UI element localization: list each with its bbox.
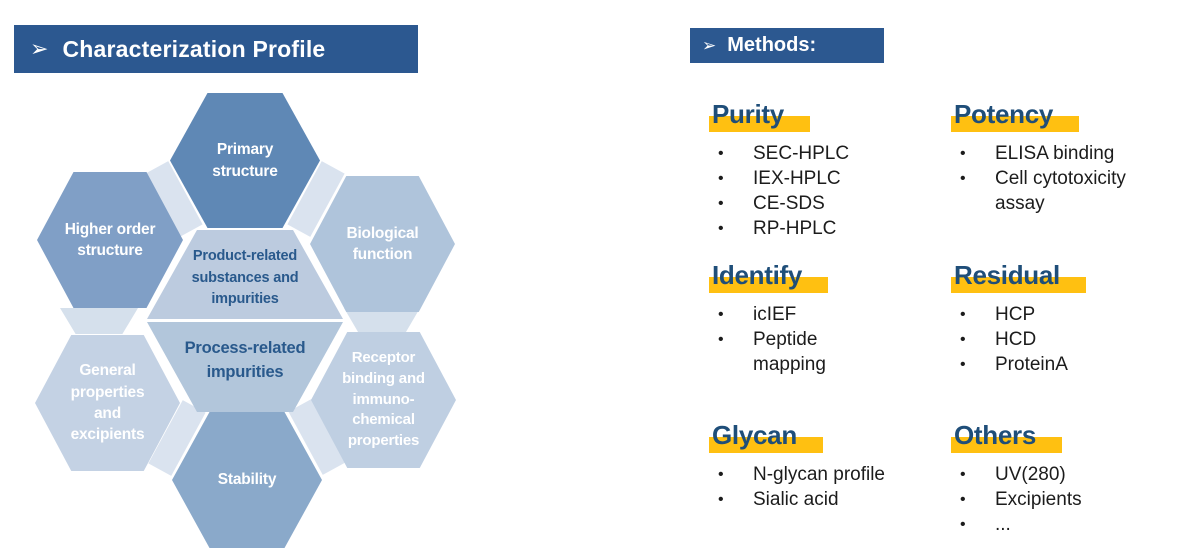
- method-item-text: Peptide mapping: [753, 329, 826, 375]
- method-group-purity: Purity • SEC-HPLC • IEX-HPLC • CE-SDS • …: [709, 99, 949, 241]
- group-heading: Glycan: [709, 420, 823, 453]
- method-item-text: icIEF: [753, 304, 797, 325]
- arrowhead-icon: ➢: [702, 35, 717, 55]
- characterization-profile-banner: ➢ Characterization Profile: [14, 25, 418, 73]
- list-item: • SEC-HPLC: [709, 141, 949, 166]
- connector-shape: [60, 308, 138, 334]
- method-list: • ELISA binding • Cell cytotoxicity assa…: [951, 141, 1191, 216]
- method-group-potency: Potency • ELISA binding • Cell cytotoxic…: [951, 99, 1191, 216]
- bullet-icon: •: [718, 466, 724, 483]
- method-item-text: ...: [995, 514, 1011, 535]
- method-item-text: N-glycan profile: [753, 464, 885, 485]
- bullet-icon: •: [960, 466, 966, 483]
- method-list: • HCP • HCD • ProteinA: [951, 302, 1191, 377]
- group-heading: Residual: [951, 260, 1086, 293]
- characterization-profile-title: Characterization Profile: [62, 35, 326, 62]
- hexagon-label: Product-related substances and impuritie…: [191, 247, 299, 308]
- method-list: • icIEF • Peptide mapping: [709, 302, 949, 377]
- method-item-text: ProteinA: [995, 354, 1068, 375]
- list-item: • Cell cytotoxicity assay: [951, 166, 1191, 216]
- list-item: • ELISA binding: [951, 141, 1191, 166]
- method-item-text: CE-SDS: [753, 193, 825, 214]
- group-heading: Identify: [709, 260, 829, 293]
- method-group-glycan: Glycan • N-glycan profile • Sialic acid: [709, 420, 949, 512]
- bullet-icon: •: [960, 356, 966, 373]
- bullet-icon: •: [718, 195, 724, 212]
- bullet-icon: •: [718, 170, 724, 187]
- method-item-text: UV(280): [995, 464, 1066, 485]
- list-item: • CE-SDS: [709, 191, 949, 216]
- methods-title: Methods:: [727, 34, 817, 56]
- list-item: • HCD: [951, 327, 1191, 352]
- hexagon-label: Higher order structure: [64, 220, 156, 259]
- hexagon-label: Process-related impurities: [184, 339, 306, 381]
- method-item-text: Excipients: [995, 489, 1082, 510]
- list-item: • icIEF: [709, 302, 949, 327]
- list-item: • RP-HPLC: [709, 216, 949, 241]
- bullet-icon: •: [718, 306, 724, 323]
- bullet-icon: •: [718, 491, 724, 508]
- hexagon-label: Primary structure: [212, 141, 278, 180]
- list-item: • HCP: [951, 302, 1191, 327]
- characterization-hexagon-diagram: Primary structure Higher order structure…: [0, 0, 500, 556]
- method-item-text: RP-HPLC: [753, 218, 837, 239]
- arrowhead-icon: ➢: [30, 36, 49, 61]
- hexagon-label: Biological function: [346, 224, 419, 263]
- bullet-icon: •: [718, 145, 724, 162]
- method-list: • SEC-HPLC • IEX-HPLC • CE-SDS • RP-HPLC: [709, 141, 949, 241]
- group-heading: Others: [951, 420, 1063, 453]
- list-item: • Sialic acid: [709, 487, 949, 512]
- bullet-icon: •: [718, 331, 724, 348]
- list-item: • ...: [951, 512, 1191, 537]
- bullet-icon: •: [960, 145, 966, 162]
- hexagon-primary-structure: Primary structure: [170, 93, 320, 228]
- bullet-icon: •: [960, 170, 966, 187]
- method-item-text: Cell cytotoxicity assay: [995, 168, 1126, 214]
- method-list: • N-glycan profile • Sialic acid: [709, 462, 949, 512]
- bullet-icon: •: [960, 516, 966, 533]
- method-group-others: Others • UV(280) • Excipients • ...: [951, 420, 1191, 537]
- list-item: • ProteinA: [951, 352, 1191, 377]
- group-heading: Purity: [709, 99, 810, 132]
- hexagon-label: Receptor binding and immuno- chemical pr…: [342, 349, 425, 450]
- method-list: • UV(280) • Excipients • ...: [951, 462, 1191, 537]
- list-item: • Excipients: [951, 487, 1191, 512]
- method-group-residual: Residual • HCP • HCD • ProteinA: [951, 260, 1191, 377]
- method-item-text: ELISA binding: [995, 143, 1115, 164]
- list-item: • IEX-HPLC: [709, 166, 949, 191]
- list-item: • Peptide mapping: [709, 327, 949, 377]
- bullet-icon: •: [960, 331, 966, 348]
- method-item-text: HCP: [995, 304, 1036, 325]
- method-item-text: SEC-HPLC: [753, 143, 850, 164]
- bullet-icon: •: [960, 306, 966, 323]
- bullet-icon: •: [718, 220, 724, 237]
- method-item-text: IEX-HPLC: [753, 168, 841, 189]
- method-item-text: Sialic acid: [753, 489, 839, 510]
- methods-banner: ➢ Methods:: [690, 28, 884, 63]
- hexagon-label: Stability: [217, 471, 277, 489]
- list-item: • UV(280): [951, 462, 1191, 487]
- method-group-identify: Identify • icIEF • Peptide mapping: [709, 260, 949, 377]
- method-item-text: HCD: [995, 329, 1037, 350]
- group-heading: Potency: [951, 99, 1080, 132]
- list-item: • N-glycan profile: [709, 462, 949, 487]
- hexagon-label: General properties and excipients: [70, 362, 145, 444]
- bullet-icon: •: [960, 491, 966, 508]
